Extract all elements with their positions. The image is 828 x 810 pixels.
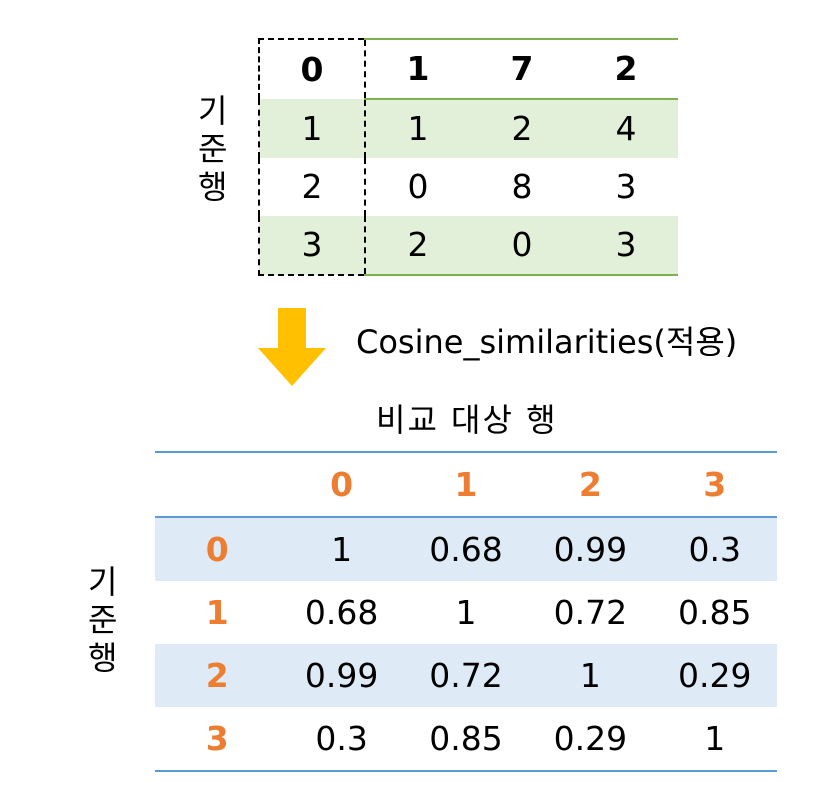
result-row: 2 0.99 0.72 1 0.29 — [155, 644, 777, 707]
result-cell: 0.99 — [528, 517, 653, 581]
compare-rows-label: 비교 대상 행 — [376, 401, 558, 439]
result-cell: 0.3 — [652, 517, 777, 581]
result-row-header: 2 — [155, 644, 280, 707]
result-row-label-char: 기 — [88, 563, 118, 601]
result-cell: 1 — [528, 644, 653, 707]
result-col-header: 3 — [652, 451, 777, 518]
result-cell: 0.85 — [403, 707, 529, 772]
result-col-header: 2 — [528, 451, 653, 518]
input-cell: 0 — [407, 167, 429, 206]
result-cell: 0.3 — [279, 707, 404, 772]
result-cell: 1 — [652, 707, 777, 772]
input-row-label-char: 기 — [198, 92, 228, 130]
result-row-label-char: 준 — [88, 601, 118, 639]
input-header-cell: 1 — [365, 38, 470, 100]
result-row: 3 0.3 0.85 0.29 1 — [155, 707, 777, 772]
input-index-cell: 2 — [258, 158, 366, 216]
input-cell: 3 — [574, 216, 678, 276]
input-row: 2 0 8 3 — [258, 158, 678, 216]
input-row-label-char: 행 — [198, 168, 228, 206]
result-row-header: 3 — [155, 707, 280, 772]
down-arrow-icon — [258, 308, 326, 386]
input-header-row: 0 1 7 2 — [258, 38, 678, 100]
input-matrix: 0 1 7 2 1 1 2 4 2 0 8 3 3 2 0 3 — [258, 38, 678, 276]
input-row-label-char: 준 — [198, 130, 228, 168]
result-row-label-char: 행 — [88, 639, 118, 677]
result-row: 0 1 0.68 0.99 0.3 — [155, 517, 777, 581]
input-cell: 8 — [511, 167, 533, 206]
input-row: 3 2 0 3 — [258, 216, 678, 276]
result-row-axis-label: 기 준 행 — [88, 563, 117, 677]
result-row: 1 0.68 1 0.72 0.85 — [155, 581, 777, 644]
result-cell: 0.99 — [279, 644, 404, 707]
result-cell: 1 — [455, 593, 477, 632]
similarity-matrix: 0 1 2 3 0 1 0.68 0.99 0.3 1 0.68 1 0.72 … — [155, 451, 777, 772]
result-row-header: 0 — [155, 517, 280, 581]
input-row-axis-label: 기 준 행 — [198, 92, 227, 206]
result-corner-cell — [155, 451, 280, 518]
result-cell: 0.85 — [678, 593, 752, 632]
result-cell: 0.72 — [553, 593, 628, 632]
operation-label: Cosine_similarities(적용) — [356, 323, 738, 361]
input-cell: 2 — [470, 99, 574, 158]
result-row-header: 1 — [205, 593, 229, 632]
input-cell: 3 — [615, 167, 637, 206]
result-cell: 0.29 — [528, 707, 653, 772]
result-cell: 1 — [279, 517, 404, 581]
input-index-cell: 1 — [258, 99, 366, 158]
result-cell: 0.68 — [403, 517, 529, 581]
input-cell: 4 — [574, 99, 678, 158]
input-cell: 1 — [365, 99, 470, 158]
input-index-cell: 3 — [258, 216, 366, 276]
result-cell: 0.72 — [403, 644, 529, 707]
result-header-row: 0 1 2 3 — [155, 451, 777, 518]
result-col-header: 0 — [279, 451, 404, 518]
input-header-cell: 2 — [574, 38, 678, 100]
input-header-cell: 7 — [470, 38, 574, 100]
input-header-cell: 0 — [258, 38, 366, 99]
input-row: 1 1 2 4 — [258, 99, 678, 158]
result-cell: 0.68 — [304, 593, 379, 632]
input-cell: 0 — [470, 216, 574, 276]
result-col-header: 1 — [403, 451, 529, 518]
result-cell: 0.29 — [652, 644, 777, 707]
input-cell: 2 — [365, 216, 470, 276]
